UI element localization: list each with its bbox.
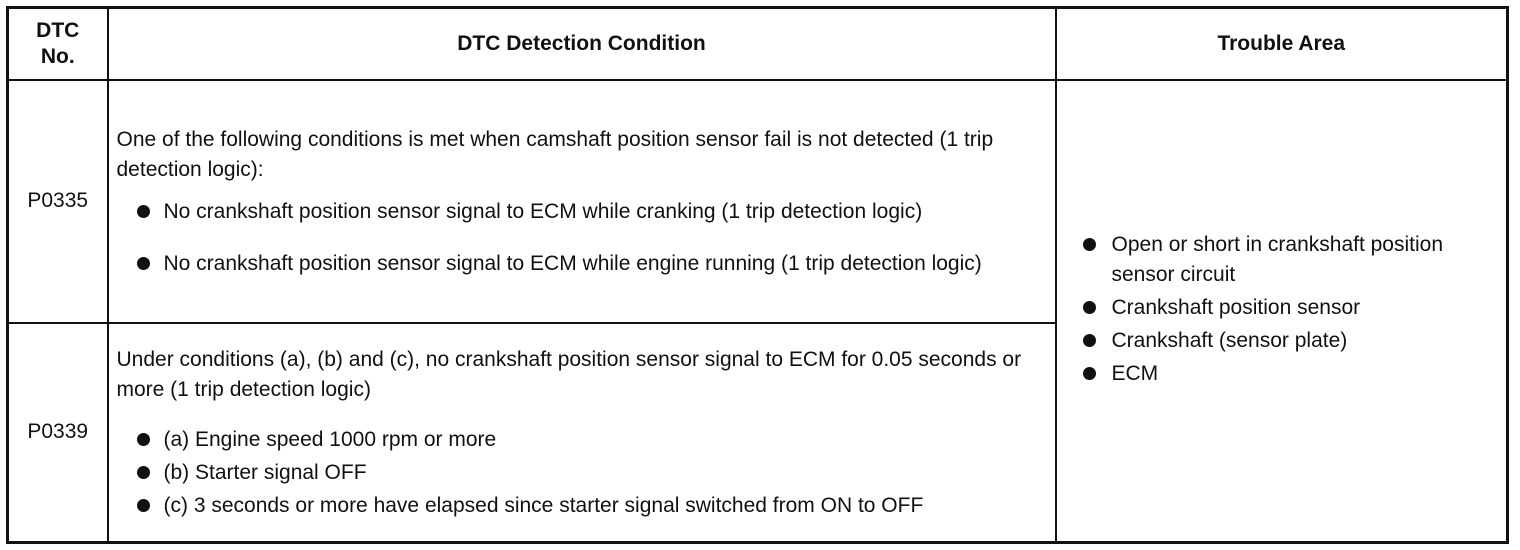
dtc-code: P0335 — [6, 78, 109, 324]
list-item: ECM — [1065, 359, 1499, 389]
trouble-area: Open or short in crankshaft position sen… — [1054, 78, 1509, 544]
header-detection-condition: DTC Detection Condition — [106, 6, 1057, 81]
list-item: (c) 3 seconds or more have elapsed since… — [117, 491, 1047, 521]
list-item: (a) Engine speed 1000 rpm or more — [117, 425, 1047, 455]
list-item: No crankshaft position sensor signal to … — [117, 249, 1047, 279]
table-row: P0335 One of the following conditions is… — [6, 78, 1509, 544]
condition-list: No crankshaft position sensor signal to … — [117, 197, 1047, 279]
dtc-table: DTC No. DTC Detection Condition Trouble … — [6, 6, 1509, 544]
header-dtc-no: DTC No. — [6, 6, 109, 81]
list-item: Crankshaft (sensor plate) — [1065, 326, 1499, 356]
table-header-row: DTC No. DTC Detection Condition Trouble … — [6, 6, 1509, 81]
list-item: Crankshaft position sensor — [1065, 293, 1499, 323]
detection-condition: One of the following conditions is met w… — [106, 78, 1057, 324]
list-item: Open or short in crankshaft position sen… — [1065, 230, 1499, 290]
dtc-table-wrapper: DTC No. DTC Detection Condition Trouble … — [6, 6, 1509, 544]
trouble-area-list: Open or short in crankshaft position sen… — [1065, 230, 1499, 389]
table-row: P0339 Under conditions (a), (b) and (c),… — [6, 321, 1508, 544]
list-item: (b) Starter signal OFF — [117, 458, 1047, 488]
condition-intro: One of the following conditions is met w… — [116, 128, 994, 181]
condition-intro: Under conditions (a), (b) and (c), no cr… — [116, 348, 1022, 402]
detection-condition: Under conditions (a), (b) and (c), no cr… — [106, 321, 1057, 544]
condition-list: (a) Engine speed 1000 rpm or more (b) St… — [117, 425, 1047, 521]
dtc-code: P0339 — [6, 321, 109, 544]
list-item: No crankshaft position sensor signal to … — [117, 197, 1047, 227]
header-trouble-area: Trouble Area — [1054, 6, 1509, 81]
